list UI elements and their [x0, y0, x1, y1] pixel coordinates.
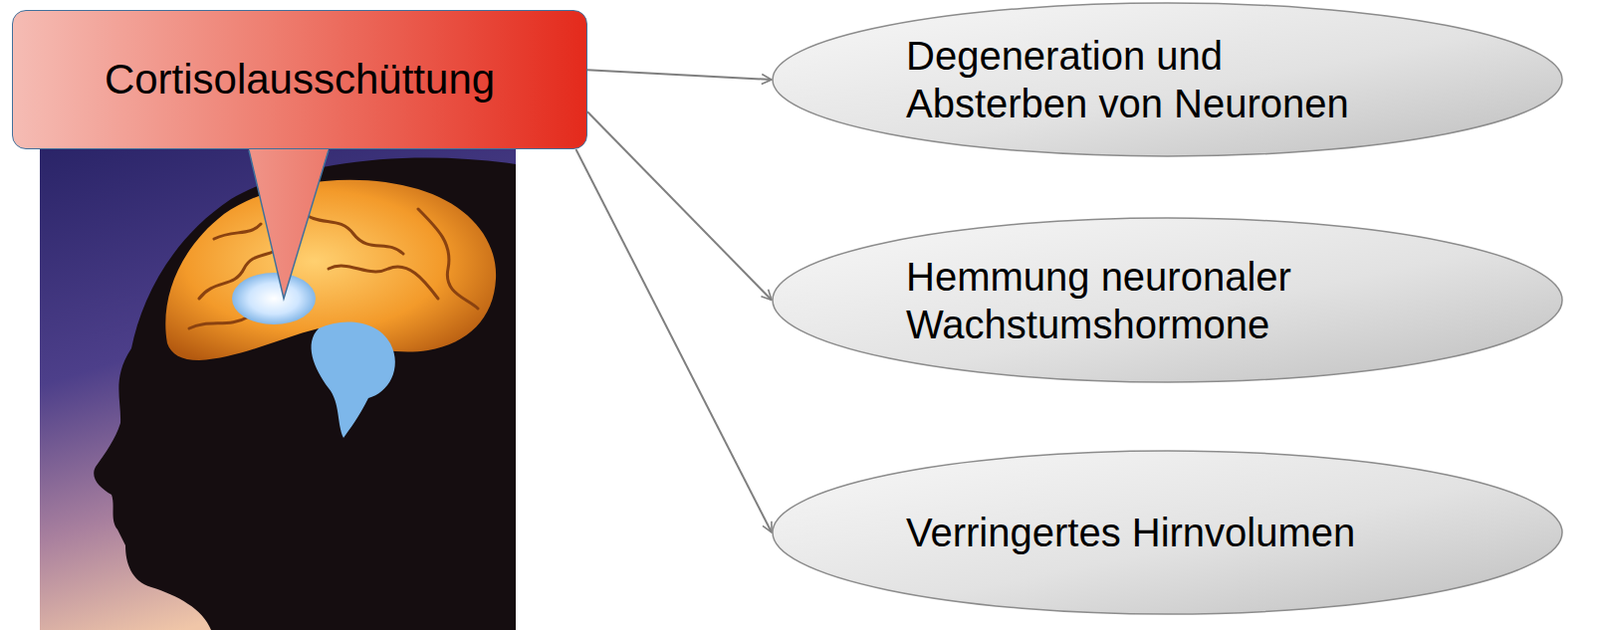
callout-pointer-outline	[248, 150, 329, 299]
effect-text: Degeneration und Absterben von Neuronen	[906, 31, 1374, 128]
callout-box: Cortisolausschüttung	[11, 9, 588, 150]
effect-ellipse: Hemmung neuronaler Wachstumshormone	[771, 217, 1564, 384]
ellipse-fill	[772, 218, 1563, 383]
ellipse-outline	[771, 1, 1564, 158]
brainstem-highlight	[311, 321, 396, 439]
arrow-connector	[575, 149, 772, 533]
effect-text: Verringertes Hirnvolumen	[906, 508, 1356, 557]
callout-text: Cortisolausschüttung	[104, 55, 495, 104]
arrow-connector	[587, 111, 772, 300]
ellipse-fill	[772, 451, 1563, 615]
photo-background	[39, 149, 516, 630]
effect-ellipse: Degeneration und Absterben von Neuronen	[771, 1, 1564, 158]
callout-pointer	[248, 149, 329, 299]
effect-text: Hemmung neuronaler Wachstumshormone	[906, 252, 1374, 349]
brain-folds	[189, 209, 478, 329]
ellipse-fill	[772, 2, 1563, 157]
arrow-connector	[587, 69, 772, 80]
effect-ellipse: Verringertes Hirnvolumen	[771, 450, 1564, 616]
ellipse-outline	[771, 217, 1564, 384]
brain-highlight	[231, 272, 316, 325]
